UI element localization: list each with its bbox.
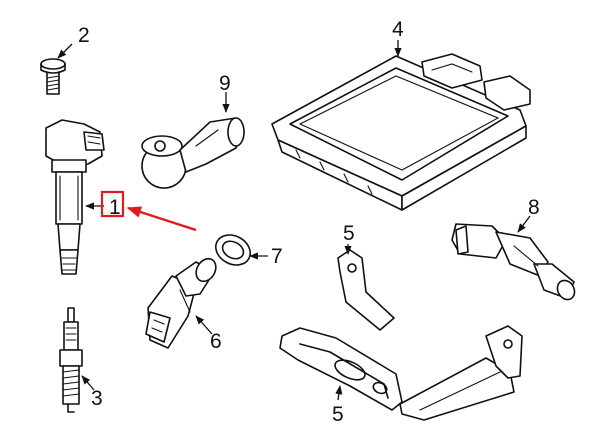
spark-plug-part [59,307,83,413]
ecu-module-part [271,53,531,211]
callout-5: 5 [332,403,344,426]
crank-sensor-part [145,257,217,349]
callout-8: 8 [528,196,540,219]
cam-sensor-part [451,223,576,301]
callout-4: 4 [392,18,404,41]
callout-6: 6 [210,330,222,353]
callout-7: 7 [271,245,283,268]
bracket-part [279,249,523,421]
highlight-arrow [126,206,197,232]
highlight-box [100,190,125,218]
callout-1: 1 [109,196,121,219]
knock-sensor-part [141,117,245,189]
bolt-part [40,58,66,95]
callout-5-upper: 5 [343,222,355,245]
callout-3: 3 [91,387,103,410]
o-ring-part [215,234,251,266]
callout-9: 9 [219,72,231,95]
callout-2: 2 [78,24,90,47]
ignition-coil-part [45,119,105,275]
